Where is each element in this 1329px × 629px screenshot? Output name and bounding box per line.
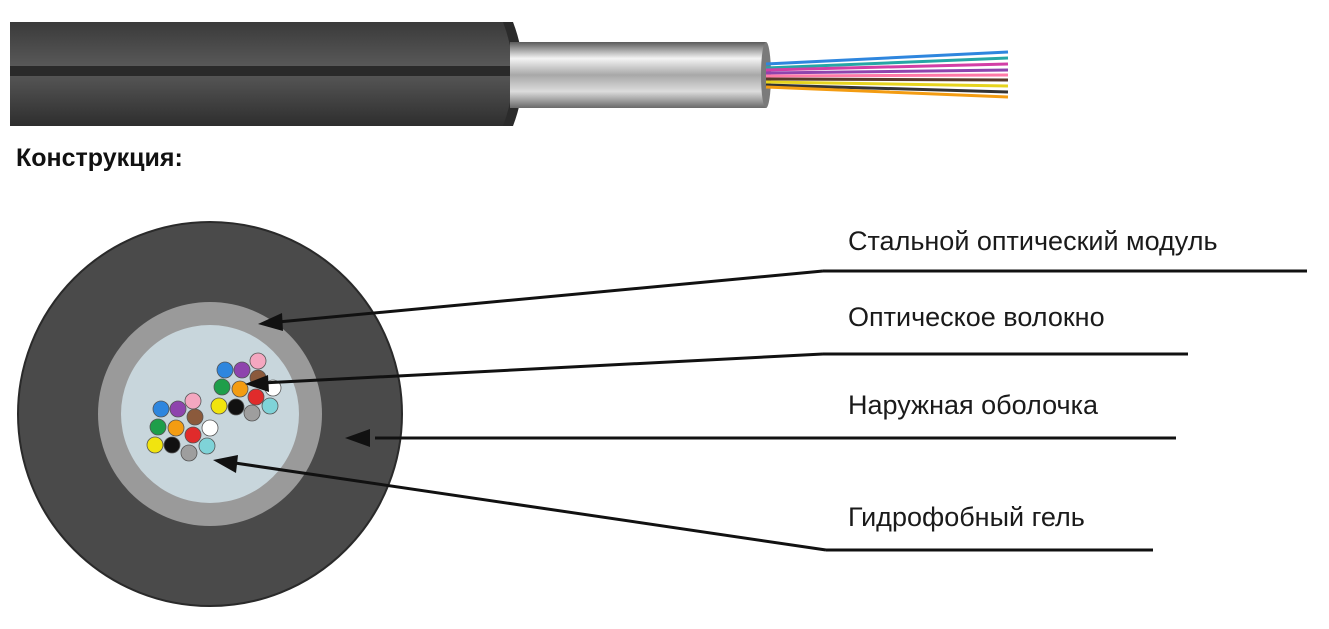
steel-tube-side <box>510 42 766 108</box>
fiber-pink <box>184 392 202 410</box>
fiber-gray <box>243 404 261 422</box>
fiber-strand <box>765 68 1009 75</box>
fiber-black <box>227 398 245 416</box>
fiber-blue <box>216 361 234 379</box>
construction-heading: Конструкция: <box>16 144 183 172</box>
fiber-yellow <box>210 397 228 415</box>
leader-outer-sheath <box>345 429 1176 447</box>
fiber-yellow <box>146 436 164 454</box>
fiber-group-2 <box>146 392 219 462</box>
fiber-red <box>184 426 202 444</box>
fiber-violet <box>233 361 251 379</box>
label-outer-sheath: Наружная оболочка <box>848 390 1099 420</box>
fiber-strand <box>765 80 1009 88</box>
fiber-violet <box>169 400 187 418</box>
leader-lines <box>213 269 1307 552</box>
gel-core <box>121 325 299 503</box>
fiber-bundle-side <box>765 50 1009 99</box>
fiber-orange <box>167 419 185 437</box>
fiber-brown <box>186 408 204 426</box>
cable-side-view <box>10 22 1009 126</box>
leader-optical-fiber <box>245 352 1188 392</box>
leader-hydrophobic-gel <box>213 455 1153 552</box>
fiber-green <box>213 378 231 396</box>
label-hydrophobic-gel: Гидрофобный гель <box>848 502 1085 532</box>
fiber-strand <box>765 50 1009 66</box>
fiber-strand <box>765 62 1009 72</box>
fiber-strand <box>765 73 1009 78</box>
fiber-green <box>149 418 167 436</box>
fiber-strand <box>765 77 1009 82</box>
label-optical-fiber: Оптическое волокно <box>848 302 1105 332</box>
fiber-strand <box>765 83 1009 94</box>
label-steel-optical-module: Стальной оптический модуль <box>848 226 1218 256</box>
fiber-strand <box>765 85 1009 99</box>
fiber-orange <box>231 380 249 398</box>
sheath-groove <box>10 66 513 76</box>
fiber-red <box>247 388 265 406</box>
fiber-white <box>201 419 219 437</box>
leader-steel-module <box>258 269 1307 331</box>
fiber-black <box>163 436 181 454</box>
fiber-gray <box>180 444 198 462</box>
fiber-aqua <box>261 397 279 415</box>
fiber-blue <box>152 400 170 418</box>
fiber-strand <box>765 56 1009 70</box>
fiber-pink <box>249 352 267 370</box>
cable-cross-section <box>17 221 403 607</box>
fiber-aqua <box>198 437 216 455</box>
